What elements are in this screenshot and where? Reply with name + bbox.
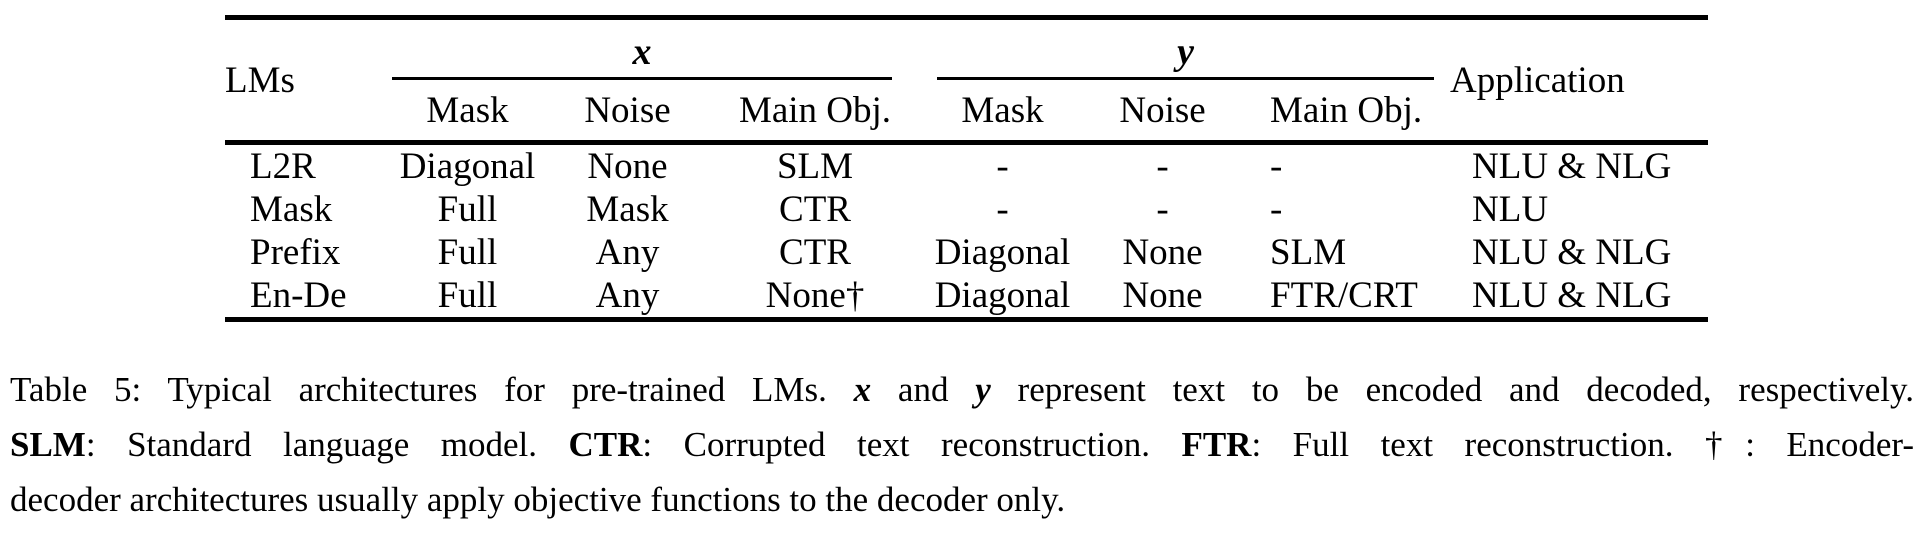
header-sub-row: Mask Noise Main Obj. Mask Noise Main Obj… [225, 80, 1708, 145]
cell-y-noise: None [1122, 232, 1203, 273]
cell-lm: Mask [250, 189, 333, 230]
table-body: L2R Diagonal None SLM - - - NLU & NLG Ma… [225, 143, 1709, 322]
table-caption: Table 5: Typical architectures for pre-t… [10, 362, 1914, 527]
caption-line-2: SLM: Standard language model. CTR: Corru… [10, 417, 1914, 472]
group-header-y: y [920, 18, 1450, 80]
caption-line-3: decoder architectures usually apply obje… [10, 480, 1066, 519]
cell-x-mask: Diagonal [399, 146, 536, 187]
cell-y-mask: - [996, 189, 1009, 230]
column-header-y-mask: Mask [920, 80, 1086, 145]
cell-x-noise: Any [545, 274, 710, 322]
cell-lm: Prefix [250, 232, 341, 273]
cmidrule-x: x [392, 30, 893, 80]
cell-x-noise: Mask [586, 189, 669, 230]
abbrev-slm: SLM [10, 425, 86, 464]
cell-application: NLU & NLG [1472, 232, 1672, 273]
cell-y-obj: SLM [1270, 232, 1347, 273]
cell-y-mask: Diagonal [934, 232, 1071, 273]
cell-application: NLU [1472, 189, 1549, 230]
abbrev-ctr: CTR [568, 425, 643, 464]
caption-text: represent text to be encoded and decoded… [990, 370, 1915, 409]
cell-x-obj: CTR [779, 232, 851, 273]
group-header-x: x [390, 18, 920, 80]
table-header: LMs x y Application Mask Noise Main Obj.… [225, 17, 1709, 145]
column-header-x-mask: Mask [390, 80, 545, 145]
cell-y-obj: - [1270, 189, 1283, 230]
table-row-l2r: L2R Diagonal None SLM - - - NLU & NLG [225, 143, 1708, 189]
caption-text: Table 5: Typical architectures for pre-t… [10, 370, 854, 409]
cell-x-obj: SLM [776, 146, 854, 187]
cell-x-mask: Full [390, 274, 545, 322]
cell-y-noise: None [1085, 274, 1241, 322]
caption-line-1: Table 5: Typical architectures for pre-t… [10, 362, 1914, 417]
column-header-y-main-obj: Main Obj. [1240, 80, 1451, 145]
table-row-en-de: En-De Full Any None† Diagonal None FTR/C… [225, 274, 1709, 322]
caption-text: : Standard language model. [85, 425, 569, 464]
math-x: x [853, 370, 872, 409]
cell-application: NLU & NLG [1472, 146, 1672, 187]
architectures-table-wrapper: LMs x y Application Mask Noise Main Obj.… [225, 15, 1930, 322]
group-label-x: x [632, 31, 652, 73]
cell-y-mask: Diagonal [920, 274, 1086, 322]
table-row-prefix: Prefix Full Any CTR Diagonal None SLM NL… [225, 231, 1708, 274]
architectures-table: LMs x y Application Mask Noise Main Obj.… [225, 15, 1709, 322]
cell-y-noise: - [1156, 146, 1169, 187]
cell-x-noise: Any [595, 232, 660, 273]
caption-text: and [871, 370, 976, 409]
column-header-x-noise: Noise [545, 80, 710, 145]
column-header-application: Application [1450, 17, 1709, 145]
cell-application: NLU & NLG [1450, 274, 1709, 322]
cell-x-obj: CTR [779, 189, 851, 230]
group-label-y: y [1177, 31, 1194, 73]
cell-lm: L2R [250, 146, 316, 187]
cell-y-mask: - [996, 146, 1009, 187]
caption-text: : Full text reconstruction. †: Encoder- [1251, 425, 1914, 464]
header-group-row: LMs x y Application [225, 17, 1709, 145]
cell-x-mask: Full [437, 189, 498, 230]
column-header-lms: LMs [225, 17, 390, 145]
cell-y-obj: FTR/CRT [1240, 274, 1451, 322]
table-row-mask: Mask Full Mask CTR - - - NLU [225, 188, 1708, 231]
cell-y-obj: - [1270, 146, 1283, 187]
caption-text: : Corrupted text reconstruction. [642, 425, 1182, 464]
cell-x-obj: None† [710, 274, 921, 322]
cell-lm: En-De [225, 274, 390, 322]
cell-x-noise: None [587, 146, 668, 187]
cell-x-mask: Full [437, 232, 498, 273]
column-header-x-main-obj: Main Obj. [710, 80, 921, 145]
cell-y-noise: - [1156, 189, 1169, 230]
abbrev-ftr: FTR [1181, 425, 1252, 464]
math-y: y [975, 370, 991, 409]
cmidrule-y: y [937, 30, 1435, 80]
column-header-y-noise: Noise [1085, 80, 1241, 145]
